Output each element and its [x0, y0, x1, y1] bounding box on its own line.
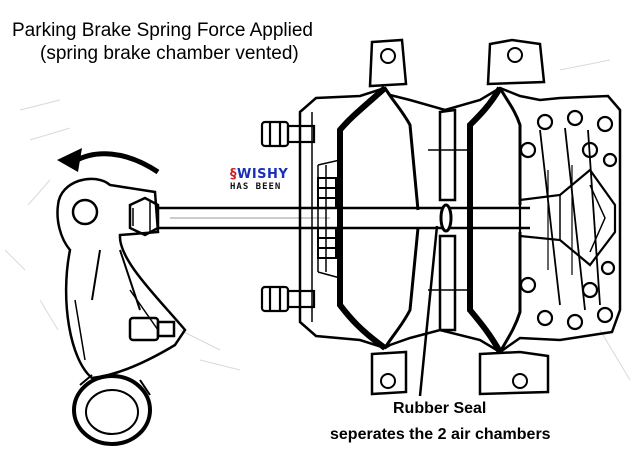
rotation-arrow [57, 148, 160, 175]
power-spring [519, 109, 618, 331]
watermark-dollar-icon: § [230, 167, 237, 182]
callout-description: seperates the 2 air chambers [330, 426, 551, 443]
service-diaphragm [337, 85, 420, 351]
background-texture [4, 59, 631, 381]
diagram-subtitle: (spring brake chamber vented) [40, 43, 299, 64]
callout-title: Rubber Seal [393, 400, 487, 417]
cam-ring [72, 374, 152, 446]
rubber-seal [439, 203, 453, 233]
spring-chamber-diaphragm [467, 86, 522, 354]
diagram-title: Parking Brake Spring Force Applied [12, 20, 313, 41]
watermark-tagline: HAS BEEN [230, 182, 282, 192]
watermark: §WISHY HAS BEEN [230, 168, 296, 193]
seal-leader-line [418, 225, 439, 397]
spring-piston [518, 168, 617, 267]
clamp-ring-tabs [368, 38, 550, 396]
center-wall [428, 108, 470, 332]
slack-adjuster-lever [56, 177, 187, 380]
watermark-brand: §WISHY [230, 167, 289, 182]
air-fittings [317, 177, 337, 259]
